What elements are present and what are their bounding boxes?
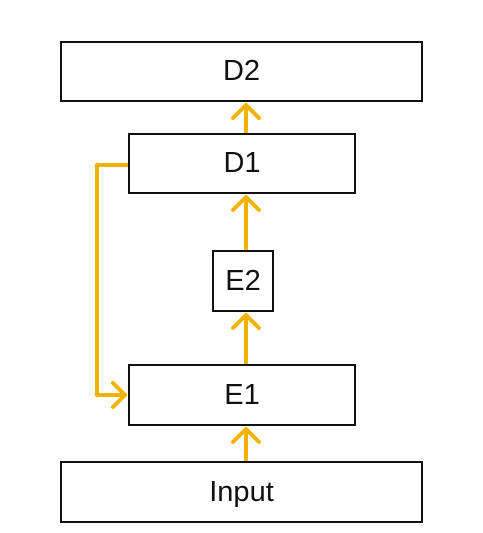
arrow-input-to-e1: [231, 427, 261, 463]
node-e2: E2: [212, 250, 274, 312]
node-input-label: Input: [209, 475, 274, 508]
arrow-d1-to-d2: [231, 103, 261, 135]
node-input: Input: [60, 461, 423, 523]
node-d1: D1: [128, 133, 356, 194]
node-e1-label: E1: [224, 378, 260, 411]
node-e1: E1: [128, 364, 356, 426]
arrow-e2-to-d1: [231, 195, 261, 252]
node-e2-label: E2: [225, 264, 261, 297]
node-d2: D2: [60, 41, 423, 102]
skip-connection-d1-to-e1: [95, 163, 130, 409]
node-d2-label: D2: [222, 55, 261, 87]
node-d1-label: D1: [223, 147, 261, 179]
arrow-e1-to-e2: [231, 313, 261, 366]
